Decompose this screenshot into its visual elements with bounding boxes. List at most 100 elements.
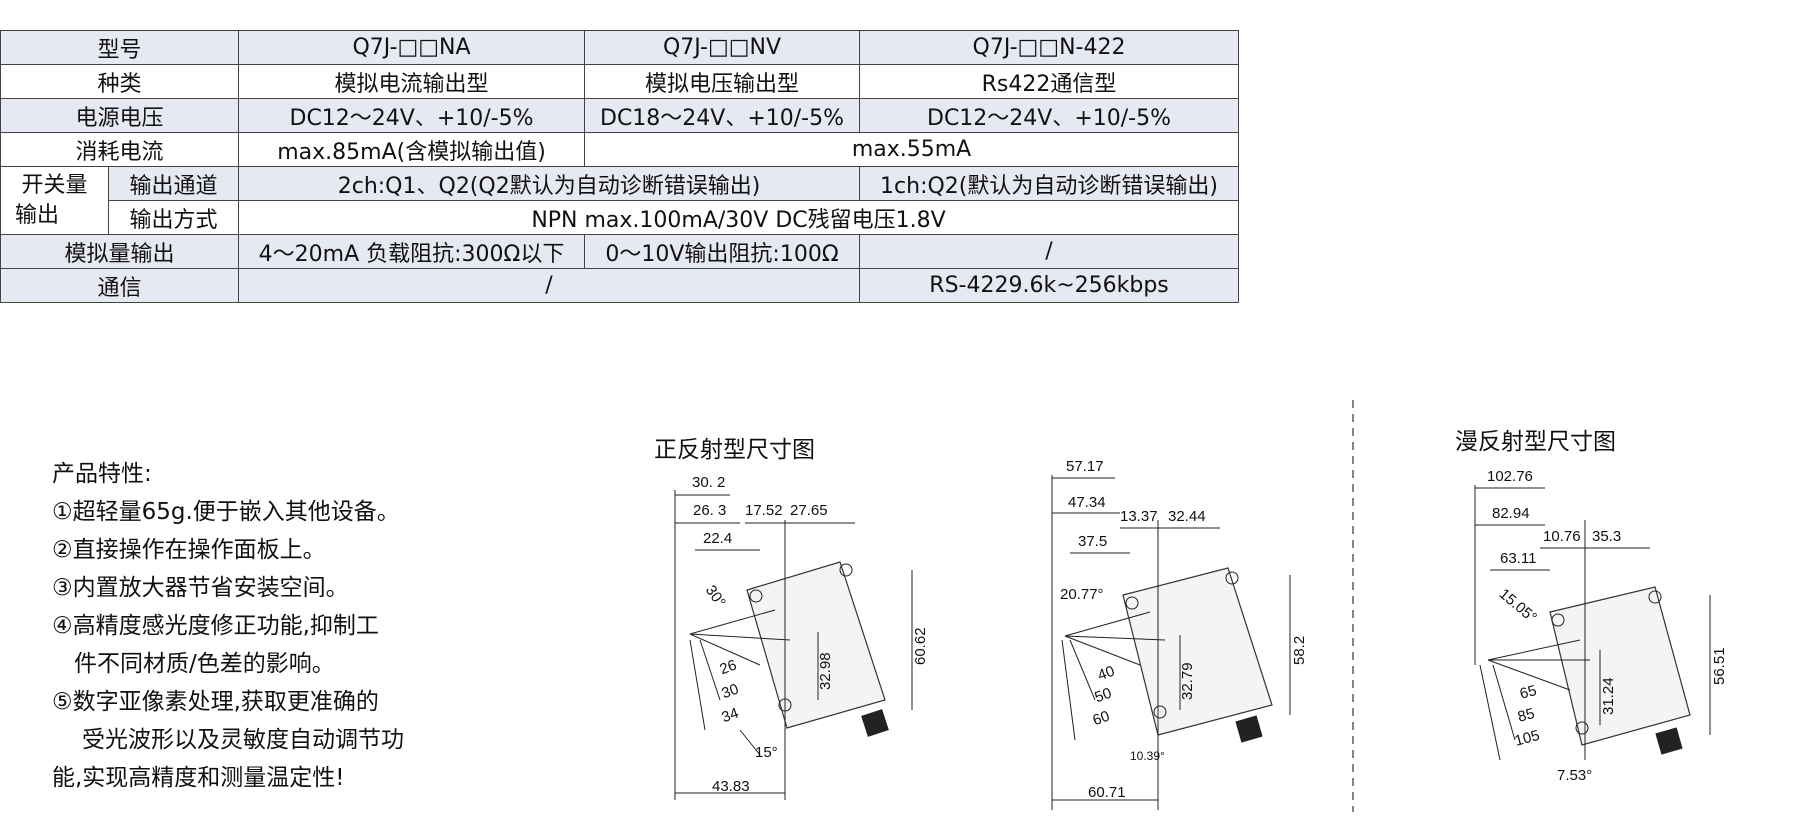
table-row: 种类 模拟电流输出型 模拟电压输出型 Rs422通信型 <box>0 64 1240 99</box>
dimension-line <box>699 639 721 701</box>
features-title: 产品特性: <box>52 461 152 487</box>
analog-nv: 0～10V输出阻抗:100Ω <box>584 234 861 269</box>
switch-label-line1: 开关量 <box>21 172 88 198</box>
current-label: 消耗电流 <box>0 132 240 167</box>
retro-dimension-title: 正反射型尺寸图 <box>654 437 815 463</box>
current-na: max.85mA(含模拟输出值) <box>238 132 586 167</box>
connector <box>861 709 889 737</box>
dim-label: 34 <box>719 705 740 727</box>
dim-label: 60.71 <box>1088 784 1126 801</box>
feature-line: ①超轻量65g.便于嵌入其他设备。 <box>52 499 400 525</box>
channel-label: 输出通道 <box>107 166 240 201</box>
analog-422: / <box>859 234 1240 269</box>
dimension-line <box>1487 639 1581 661</box>
type-nv: 模拟电压输出型 <box>584 64 861 99</box>
dim-label: 47.34 <box>1068 494 1106 511</box>
diffuse-diagram: 102.76 82.94 10.76 35.3 63.11 15.05° 65 … <box>1474 468 1728 784</box>
dim-label: 32.79 <box>1179 662 1196 700</box>
dimension-line <box>1064 611 1151 637</box>
dimension-line <box>1487 659 1571 691</box>
table-row: 开关量 输出 输出通道 2ch:Q1、Q2(Q2默认为自动诊断错误输出) 1ch… <box>0 166 1240 235</box>
dimension-line <box>689 639 706 731</box>
mode-value: NPN max.100mA/30V DC残留电压1.8V <box>238 200 1240 235</box>
dim-label: 26 <box>717 657 738 679</box>
mount-hole <box>839 563 853 577</box>
feature-line: 能,实现高精度和测量温定性! <box>52 765 345 791</box>
feature-line: ⑤数字亚像素处理,获取更准确的 <box>52 689 379 715</box>
dim-label: 7.53° <box>1557 767 1592 784</box>
dim-label: 43.83 <box>712 778 750 795</box>
dim-label: 50 <box>1092 685 1113 707</box>
model-422: Q7J-□□N-422 <box>859 30 1240 65</box>
dimension-line <box>1069 639 1096 701</box>
current-rest: max.55mA <box>584 132 1240 167</box>
feature-line: ③内置放大器节省安装空间。 <box>52 575 349 601</box>
feature-line: 受光波形以及灵敏度自动调节功 <box>82 727 404 753</box>
dim-label: 31.24 <box>1600 677 1617 715</box>
mount-hole <box>1575 721 1589 735</box>
dim-label: 105 <box>1513 727 1542 750</box>
dim-label: 30. 2 <box>692 474 725 491</box>
type-label: 种类 <box>0 64 240 99</box>
dimension-line <box>1479 664 1501 761</box>
dimension-line <box>1061 639 1076 741</box>
spec-table: 型号 Q7J-□□NA Q7J-□□NV Q7J-□□N-422 种类 模拟电流… <box>0 30 1240 303</box>
table-row: 通信 / RS-4229.6k~256kbps <box>0 268 1240 303</box>
table-row: 消耗电流 max.85mA(含模拟输出值) max.55mA <box>0 132 1240 167</box>
dimension-line <box>689 609 776 635</box>
sensor-body <box>1122 567 1273 736</box>
analog-na: 4～20mA 负载阻抗:300Ω以下 <box>238 234 586 269</box>
mount-hole <box>749 589 763 603</box>
dim-label: 20.77° <box>1060 586 1104 603</box>
voltage-na: DC12～24V、+10/-5% <box>238 98 586 133</box>
connector <box>1235 715 1263 743</box>
analog-label: 模拟量输出 <box>0 234 240 269</box>
dim-label: 32.98 <box>817 652 834 690</box>
dim-label: 40 <box>1095 663 1116 685</box>
dim-label: 56.51 <box>1711 647 1728 685</box>
product-features: 产品特性: ①超轻量65g.便于嵌入其他设备。 ②直接操作在操作面板上。 ③内置… <box>52 455 404 797</box>
channel-1ch: 1ch:Q2(默认为自动诊断错误输出) <box>859 166 1240 201</box>
mount-hole <box>1648 590 1662 604</box>
sensor-body <box>1549 586 1691 746</box>
diffuse-dimension-title: 漫反射型尺寸图 <box>1455 429 1616 455</box>
dim-label: 60.62 <box>912 627 929 665</box>
switch-label-line2: 输出 <box>15 202 60 228</box>
dim-label: 30° <box>702 582 729 610</box>
dim-label: 82.94 <box>1492 505 1530 522</box>
dim-label: 26. 3 <box>693 502 726 519</box>
dim-label: 65 <box>1518 682 1539 703</box>
dimension-line <box>1064 635 1166 641</box>
feature-line: ②直接操作在操作面板上。 <box>52 537 326 563</box>
dimension-line <box>689 633 761 666</box>
comm-rs422: RS-4229.6k~256kbps <box>859 268 1240 303</box>
dim-label: 13.37 <box>1120 508 1158 525</box>
channel-2ch: 2ch:Q1、Q2(Q2默认为自动诊断错误输出) <box>238 166 861 201</box>
feature-line: 件不同材质/色差的影响。 <box>74 651 335 677</box>
mount-hole <box>1551 613 1565 627</box>
dim-label: 57.17 <box>1066 458 1104 475</box>
mount-hole <box>1125 596 1139 610</box>
voltage-422: DC12～24V、+10/-5% <box>859 98 1240 133</box>
dim-label: 63.11 <box>1500 550 1536 567</box>
mount-hole <box>1225 571 1239 585</box>
feature-line: ④高精度感光度修正功能,抑制工 <box>52 613 379 639</box>
dim-label: 32.44 <box>1168 508 1206 525</box>
dim-label: 17.52 <box>745 502 783 519</box>
table-row: 输出方式 NPN max.100mA/30V DC残留电压1.8V <box>1 200 1240 235</box>
retro-diagram-2: 57.17 47.34 13.37 32.44 37.5 20.77° 40 5… <box>1051 458 1308 810</box>
connector <box>1655 727 1683 755</box>
dim-label: 22.4 <box>703 530 732 547</box>
dim-label: 60 <box>1090 708 1111 730</box>
dim-label: 30 <box>719 681 740 703</box>
dimension-line <box>1064 635 1141 666</box>
dim-label: 102.76 <box>1487 468 1533 485</box>
switch-label: 开关量 输出 <box>0 166 109 235</box>
model-na: Q7J-□□NA <box>238 30 586 65</box>
comm-label: 通信 <box>0 268 240 303</box>
sensor-body <box>746 561 886 729</box>
comm-none: / <box>238 268 861 303</box>
dim-label: 37.5 <box>1078 533 1107 550</box>
dim-label: 15° <box>755 744 778 761</box>
